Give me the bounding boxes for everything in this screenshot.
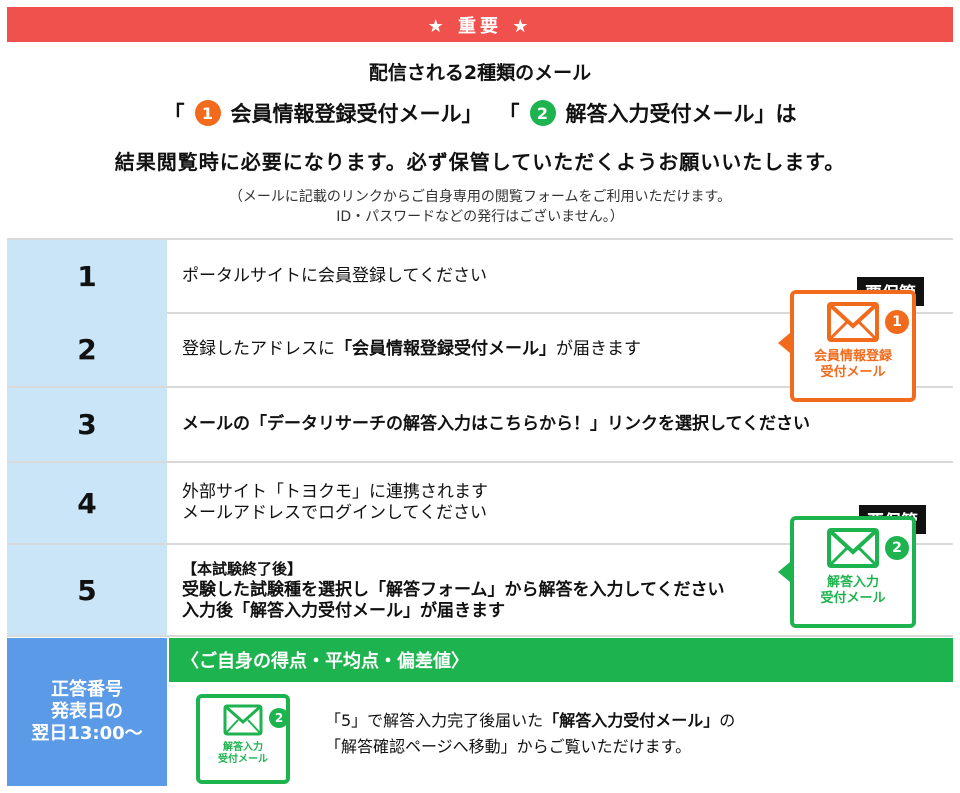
mail-badge-2: 2 解答入力受付メール: [790, 516, 916, 628]
mail-badge-line-2: 受付メール: [218, 754, 268, 765]
step-4: 4 外部サイト「トヨクモ」に連携されます メールアドレスでログインしてください: [7, 463, 953, 545]
publish-line-2: 発表日の: [51, 701, 123, 722]
mail-badge-line-1: 会員情報登録: [813, 349, 892, 364]
step-text-line-1: 外部サイト「トヨクモ」に連携されます: [182, 482, 488, 502]
envelope-icon: [223, 704, 263, 736]
step-2: 2 登録したアドレスに「会員情報登録受付メール」が届きます: [7, 312, 953, 388]
mail-badge-1: 1 会員情報登録受付メール: [790, 290, 916, 402]
mail-type-1: 会員情報登録受付メール」: [230, 102, 483, 126]
instruction-pre: 「5」で解答入力完了後届いた: [325, 711, 544, 730]
envelope-icon: [827, 302, 879, 342]
step-text-line-2: メールアドレスでログインしてください: [182, 503, 487, 523]
step-text: ポータルサイトに会員登録してください: [182, 265, 487, 286]
number-badge-2: 2: [529, 100, 556, 126]
step-text: メールの「データリサーチの解答入力はこちらから！」リンクを選択してください: [182, 414, 810, 434]
score-header: 〈ご自身の得点・平均点・偏差値〉: [169, 638, 953, 682]
important-banner: ★ 重要 ★: [7, 7, 953, 42]
step-text-post: が届きます: [556, 338, 641, 359]
step-number: 5: [7, 545, 167, 635]
mail-type-2: 解答入力受付メール」は: [565, 102, 797, 126]
score-instructions: 「5」で解答入力完了後届いた「解答入力受付メール」の 「解答確認ページへ移動」か…: [325, 708, 735, 760]
headline-mail-types: 「 1 会員情報登録受付メール」 「 2 解答入力受付メール」は: [0, 98, 960, 128]
mail-badge-3: 2 解答入力受付メール: [196, 694, 290, 784]
step-number: 2: [7, 312, 167, 386]
envelope-icon: [827, 528, 879, 568]
step-text-line-2: 受験した試験種を選択し「解答フォーム」から解答を入力してください: [182, 579, 725, 600]
step-1: 1 ポータルサイトに会員登録してください: [7, 238, 953, 314]
mail-badge-line-1: 解答入力: [223, 742, 263, 753]
publish-date-panel: 正答番号 発表日の 翌日13:00〜: [7, 638, 167, 786]
bracket-open-2: 「: [498, 102, 520, 126]
step-text-bold: 「会員情報登録受付メール」: [335, 338, 556, 359]
mail-number-badge: 2: [269, 708, 289, 728]
note-line-1: （メールに記載のリンクからご自身専用の閲覧フォームをご利用いただけます。: [228, 189, 732, 205]
step-number: 1: [7, 240, 167, 312]
publish-line-3: 翌日13:00〜: [31, 723, 143, 744]
instruction-line-2: 「解答確認ページへ移動」からご覧いただけます。: [325, 737, 692, 756]
step-text-line-1: 【本試験終了後】: [182, 559, 303, 578]
instruction-bold: 「解答入力受付メール」: [543, 711, 720, 730]
step-number: 4: [7, 463, 167, 543]
bracket-open-1: 「: [163, 102, 185, 126]
step-5: 5 【本試験終了後】 受験した試験種を選択し「解答フォーム」から解答を入力してく…: [7, 545, 953, 637]
number-badge-1: 1: [194, 100, 221, 126]
note-line-2: ID・パスワードなどの発行はございません。）: [336, 209, 624, 225]
headline-instruction: 結果閲覧時に必要になります。必ず保管していただくようお願いいたします。: [114, 150, 846, 174]
step-3: 3 メールの「データリサーチの解答入力はこちらから！」リンクを選択してください: [7, 388, 953, 463]
mail-badge-line-2: 受付メール: [820, 365, 886, 380]
mail-number-badge: 2: [885, 536, 909, 560]
step-text-pre: 登録したアドレスに: [182, 338, 335, 359]
step-text-line-3: 入力後「解答入力受付メール」が届きます: [182, 600, 505, 621]
mail-badge-line-2: 受付メール: [820, 591, 886, 606]
mail-number-badge: 1: [885, 310, 909, 334]
instruction-post: の: [719, 711, 736, 730]
arrow-pointer-1: [778, 333, 790, 353]
publish-line-1: 正答番号: [51, 679, 123, 700]
headline-title: 配信される2種類のメール: [368, 62, 592, 84]
mail-badge-line-1: 解答入力: [826, 575, 879, 590]
arrow-pointer-2: [778, 562, 790, 582]
step-number: 3: [7, 388, 167, 461]
